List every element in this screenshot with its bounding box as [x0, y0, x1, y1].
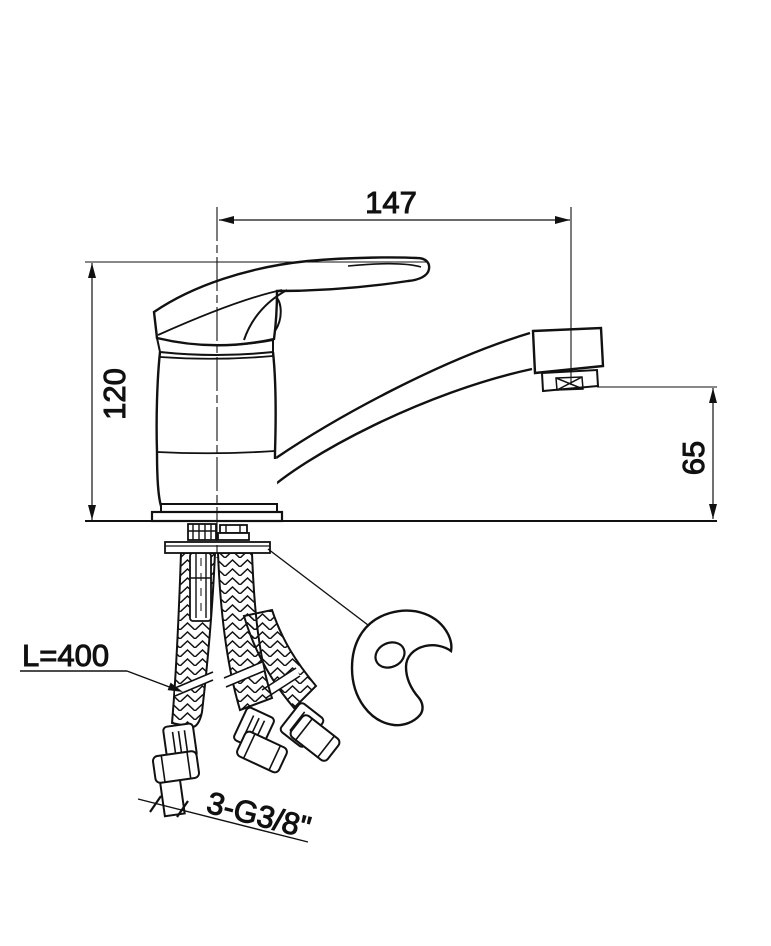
stud-upper-section [187, 523, 217, 541]
body-left-edge [155, 351, 163, 507]
handle-tip-inner-line [347, 262, 422, 268]
lever-handle [152, 256, 431, 347]
wrench-hole [374, 641, 406, 669]
spout-upper-edge [275, 331, 531, 459]
hose-length-label: L=400 [22, 638, 109, 673]
base-lip [160, 503, 278, 513]
mounting-wrench [350, 609, 453, 727]
locking-nut [217, 524, 250, 541]
dim-label-65: 65 [676, 441, 711, 475]
dim-label-147: 147 [365, 185, 417, 220]
wrench-leader-line [267, 548, 369, 626]
faucet [150, 256, 605, 523]
aerator-outlet [555, 376, 584, 391]
thread-label: 3-G3/8" [203, 785, 314, 845]
dimension-spout-reach: 147 [219, 185, 572, 385]
mounting-hardware [164, 523, 369, 626]
handle-pivot-bump [274, 296, 282, 332]
aerator-housing [540, 368, 600, 393]
spout-lower-edge [258, 367, 533, 511]
mounting-stud [189, 552, 212, 622]
supply-hoses [151, 552, 341, 818]
dim-label-120: 120 [97, 368, 132, 420]
handle-top-inner-line [157, 289, 283, 336]
dimension-outlet-height: 65 [597, 386, 717, 519]
supply-hose-middle [216, 552, 288, 774]
dimension-faucet-height: 120 [85, 261, 427, 520]
body-lower-band-line [156, 450, 276, 455]
handle-neck-front-line [243, 289, 288, 341]
spout-head [531, 326, 605, 375]
hose-length-callout: L=400 [20, 638, 183, 692]
body-right-edge [271, 351, 277, 459]
